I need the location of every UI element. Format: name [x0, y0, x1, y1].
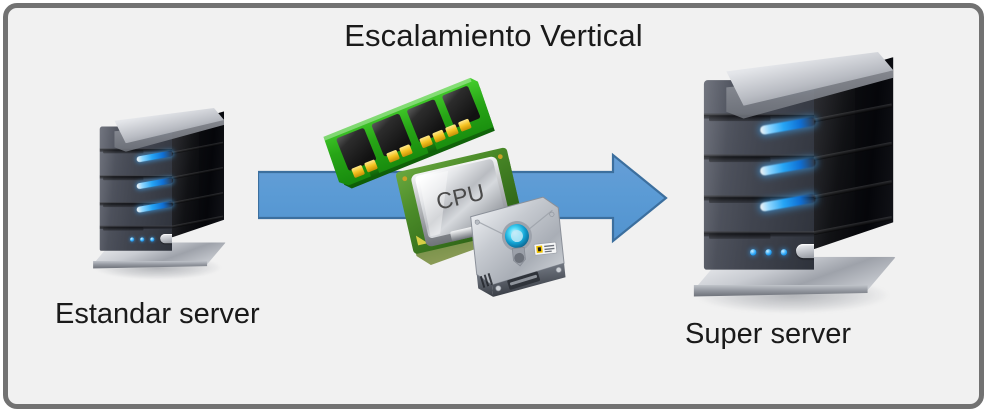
right-server-icon	[686, 52, 904, 321]
server-status-leds	[750, 249, 788, 256]
hard-drive-icon	[465, 191, 571, 300]
server-power-badge	[160, 234, 172, 244]
server-power-badge	[796, 244, 814, 259]
right-server-caption: Super server	[685, 318, 852, 350]
server-status-leds	[130, 237, 155, 242]
page-title: Escalamiento Vertical	[344, 18, 643, 53]
left-server-caption: Estandar server	[55, 298, 260, 330]
ram-module-icon	[318, 72, 505, 200]
left-server-icon	[88, 108, 231, 284]
